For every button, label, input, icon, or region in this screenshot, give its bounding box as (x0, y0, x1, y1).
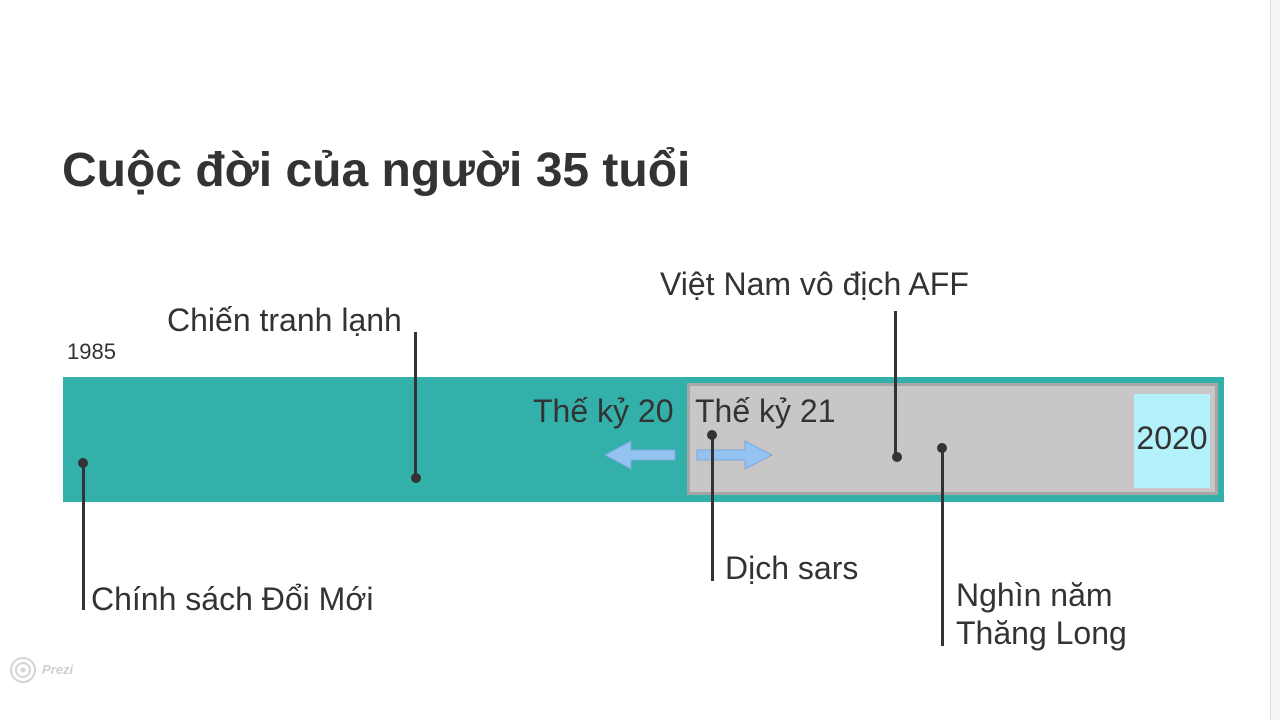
century-21-label: Thế kỷ 21 (695, 393, 836, 429)
event-label-thang-long-line1: Nghìn năm (956, 577, 1113, 613)
event-stem-thang-long (941, 448, 944, 646)
century-20-label: Thế kỷ 20 (533, 393, 674, 429)
event-stem-aff (894, 311, 897, 457)
event-label-sars: Dịch sars (725, 550, 859, 586)
event-label-thang-long-line2: Thăng Long (956, 615, 1127, 651)
prezi-logo-icon (10, 657, 36, 683)
event-label-doi-moi: Chính sách Đổi Mới (91, 581, 374, 617)
start-year-label: 1985 (67, 339, 116, 364)
event-dot-cold-war (411, 473, 421, 483)
event-label-aff: Việt Nam vô địch AFF (660, 266, 969, 302)
left-arrow-icon (603, 440, 676, 470)
right-arrow-icon (696, 440, 774, 470)
event-stem-doi-moi (82, 463, 85, 610)
prezi-logo-text: Prezi (42, 662, 74, 677)
timeline-band-21st-century (687, 383, 1218, 495)
event-dot-aff (892, 452, 902, 462)
end-year-box (1134, 394, 1210, 488)
event-stem-cold-war (414, 332, 417, 478)
end-year-label: 2020 (1136, 420, 1208, 456)
event-stem-sars (711, 435, 714, 581)
slide-title: Cuộc đời của người 35 tuổi (62, 144, 691, 197)
event-label-cold-war: Chiến tranh lạnh (167, 302, 402, 338)
scrollbar[interactable] (1270, 0, 1280, 720)
